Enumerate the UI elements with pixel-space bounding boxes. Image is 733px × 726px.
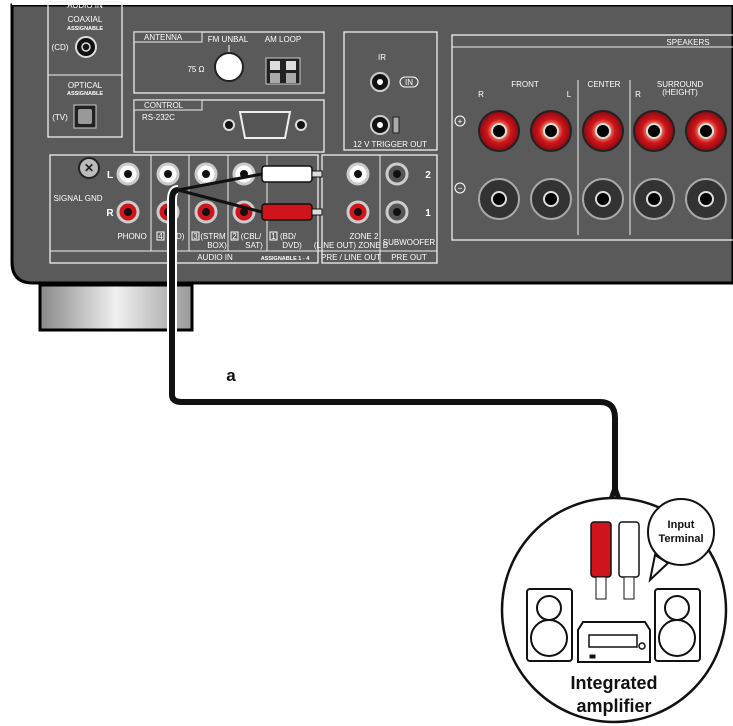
ground-screw — [78, 157, 100, 179]
red-rca-plug-receiver — [261, 203, 323, 221]
svg-text:ASSIGNABLE: ASSIGNABLE — [67, 91, 103, 97]
svg-text:IR: IR — [378, 53, 386, 62]
svg-text:PHONO: PHONO — [117, 232, 146, 241]
svg-text:ASSIGNABLE: ASSIGNABLE — [67, 26, 103, 32]
svg-text:ANTENNA: ANTENNA — [144, 33, 183, 42]
svg-text:(CBL/: (CBL/ — [241, 232, 262, 241]
fm-antenna-jack — [214, 52, 244, 82]
svg-text:AM LOOP: AM LOOP — [265, 35, 301, 44]
svg-text:12 V TRIGGER OUT: 12 V TRIGGER OUT — [353, 140, 427, 149]
svg-text:2: 2 — [232, 232, 237, 241]
control-section: CONTROL RS-232C — [133, 99, 325, 153]
rs232c-port — [238, 111, 292, 139]
svg-text:(STRM: (STRM — [200, 232, 226, 241]
speaker-icon-left — [526, 588, 573, 662]
amplifier-icon — [577, 621, 651, 663]
svg-text:ASSIGNABLE 1 - 4: ASSIGNABLE 1 - 4 — [261, 256, 311, 262]
receiver-foot — [38, 283, 194, 332]
svg-text:BOX): BOX) — [207, 241, 227, 250]
svg-text:PRE / LINE OUT: PRE / LINE OUT — [321, 253, 381, 262]
svg-text:R: R — [106, 208, 114, 219]
white-rca-plug-receiver — [261, 165, 323, 183]
svg-text:R: R — [478, 90, 484, 99]
svg-text:4: 4 — [158, 232, 163, 241]
svg-text:SIGNAL GND: SIGNAL GND — [53, 194, 102, 203]
svg-text:L: L — [107, 170, 113, 181]
svg-text:FRONT: FRONT — [511, 80, 539, 89]
svg-text:amplifier: amplifier — [576, 696, 651, 716]
svg-text:1: 1 — [425, 208, 431, 219]
svg-text:75 Ω: 75 Ω — [187, 65, 204, 74]
svg-text:ZONE 2: ZONE 2 — [350, 232, 379, 241]
svg-text:SPEAKERS: SPEAKERS — [666, 38, 709, 47]
integrated-amplifier-callout: Input Terminal Integrated amplifier — [500, 496, 728, 724]
svg-text:RS-232C: RS-232C — [142, 113, 175, 122]
speakers-section: SPEAKERS FRONT R L CENTER SURROUND (HEIG… — [451, 34, 733, 241]
antenna-section: ANTENNA FM UNBAL 75 Ω AM LOOP — [133, 31, 325, 94]
coaxial-jack — [75, 36, 97, 58]
svg-text:SUBWOOFER: SUBWOOFER — [383, 238, 436, 247]
white-rca-plug-device — [618, 521, 640, 600]
svg-text:Input: Input — [668, 519, 695, 531]
svg-text:DVD): DVD) — [282, 241, 302, 250]
input-terminal-bubble: Input Terminal — [647, 498, 715, 583]
svg-text:(BD/: (BD/ — [280, 232, 297, 241]
svg-text:IN: IN — [405, 78, 413, 87]
svg-text:L: L — [567, 90, 572, 99]
svg-text:PRE OUT: PRE OUT — [391, 253, 427, 262]
svg-text:FM UNBAL: FM UNBAL — [208, 35, 249, 44]
svg-text:SURROUND: SURROUND — [657, 80, 703, 89]
receiver-rear-panel — [10, 0, 733, 332]
svg-text:+: + — [458, 117, 463, 126]
svg-text:Integrated: Integrated — [570, 673, 657, 693]
svg-text:−: − — [458, 184, 463, 193]
digital-audio-in-section: AUDIO IN COAXIAL ASSIGNABLE (CD) OPTICAL… — [47, 1, 123, 138]
svg-text:COAXIAL: COAXIAL — [68, 15, 103, 24]
svg-text:(HEIGHT): (HEIGHT) — [662, 88, 698, 97]
svg-text:OPTICAL: OPTICAL — [68, 81, 103, 90]
ir-section: IR IN 12 V TRIGGER OUT — [343, 31, 438, 151]
svg-text:(TV): (TV) — [52, 113, 68, 122]
svg-text:SAT): SAT) — [245, 241, 263, 250]
svg-text:CENTER: CENTER — [588, 80, 621, 89]
cable-label: a — [226, 366, 236, 385]
svg-text:✕: ✕ — [84, 161, 94, 175]
svg-text:(CD): (CD) — [52, 43, 69, 52]
analog-audio-section: ✕ SIGNAL GND L R 2 1 PHONO 4 (CD) 3 (STR… — [49, 154, 438, 264]
svg-text:2: 2 — [425, 170, 431, 181]
svg-text:Terminal: Terminal — [658, 533, 703, 545]
svg-text:(LINE OUT) ZONE B: (LINE OUT) ZONE B — [314, 241, 388, 250]
svg-text:CONTROL: CONTROL — [144, 101, 184, 110]
svg-text:AUDIO IN: AUDIO IN — [197, 253, 233, 262]
svg-text:1: 1 — [271, 232, 276, 241]
svg-text:AUDIO IN: AUDIO IN — [67, 1, 103, 10]
red-rca-plug-device — [590, 521, 612, 600]
svg-text:R: R — [635, 90, 641, 99]
svg-text:3: 3 — [193, 232, 198, 241]
speaker-icon-right — [654, 588, 701, 662]
